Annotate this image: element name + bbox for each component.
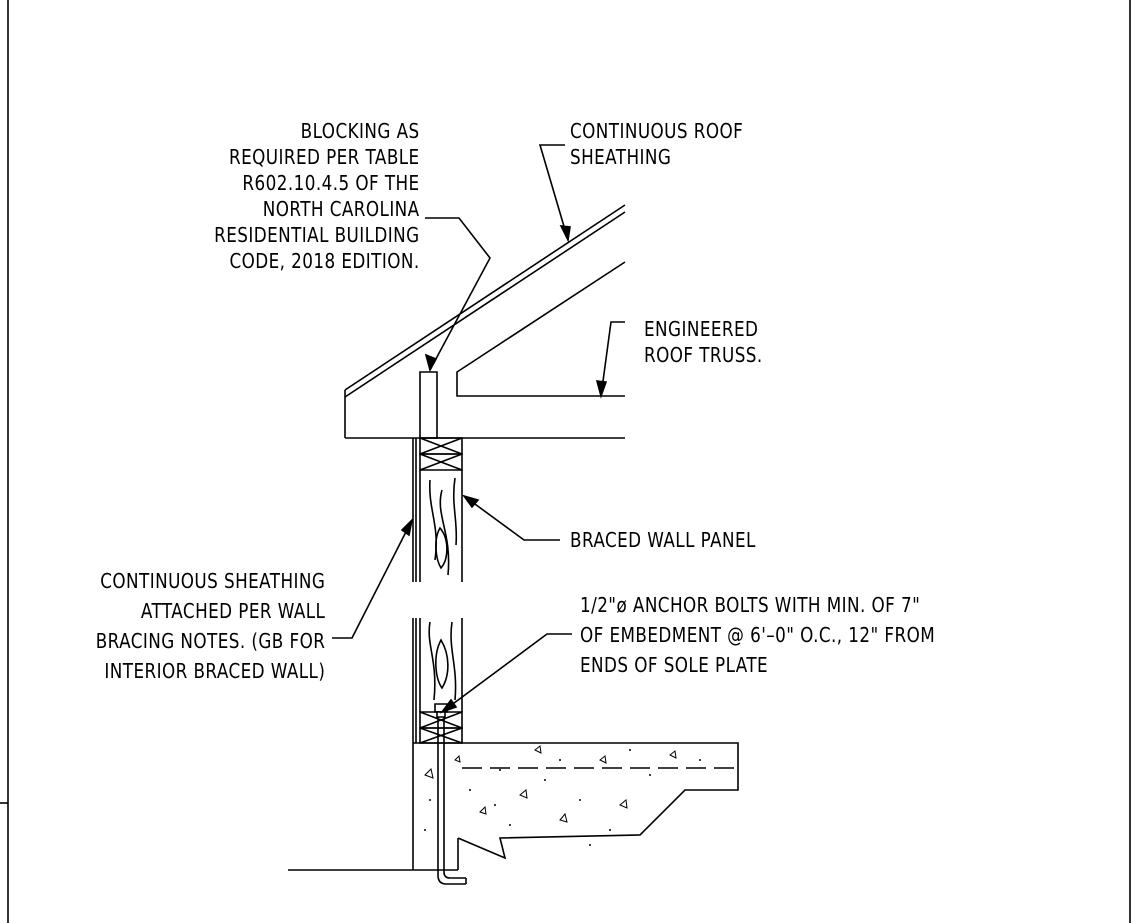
leader-braced-wall-panel <box>464 496 560 540</box>
anchor-bolts-note-line-1: 1/2"ø ANCHOR BOLTS WITH MIN. OF 7" <box>580 593 921 617</box>
wall-stud-lower <box>413 618 462 743</box>
roof-sheathing-note: CONTINUOUS ROOF SHEATHING <box>570 118 743 170</box>
braced-wall-panel-note-line-1: BRACED WALL PANEL <box>570 528 756 552</box>
wall-stud-upper <box>413 438 462 582</box>
roof-truss-note-line-1: ENGINEERED <box>644 317 759 341</box>
roof-truss-note: ENGINEERED ROOF TRUSS. <box>644 316 763 368</box>
blocking-note-line-2: REQUIRED PER TABLE <box>229 145 420 169</box>
wall-sheathing-note: CONTINUOUS SHEATHING ATTACHED PER WALL B… <box>95 566 325 686</box>
roof-truss-note-line-2: ROOF TRUSS. <box>644 343 763 367</box>
wall-sheathing-note-line-1: CONTINUOUS SHEATHING <box>99 569 325 593</box>
leader-roof-sheathing <box>540 145 570 240</box>
blocking-note-line-4: NORTH CAROLINA <box>263 197 420 221</box>
braced-wall-panel-note: BRACED WALL PANEL <box>570 527 756 553</box>
blocking-note: BLOCKING AS REQUIRED PER TABLE R602.10.4… <box>215 118 420 274</box>
wall-sheathing-note-line-2: ATTACHED PER WALL <box>140 599 325 623</box>
wall-sheathing-note-line-3: BRACING NOTES. (GB FOR <box>95 629 325 653</box>
wall-sheathing-note-line-4: INTERIOR BRACED WALL) <box>104 659 325 683</box>
anchor-bolts-note-line-3: ENDS OF SOLE PLATE <box>580 653 769 677</box>
leader-anchor-bolts <box>442 634 572 712</box>
foundation-slab <box>288 743 738 870</box>
top-plates <box>420 438 462 470</box>
roof-sheathing-note-line-2: SHEATHING <box>570 145 672 169</box>
leader-wall-sheathing <box>332 520 412 638</box>
sole-plate <box>420 712 462 743</box>
blocking-note-line-5: RESIDENTIAL BUILDING <box>214 223 420 247</box>
roof-sheathing-note-line-1: CONTINUOUS ROOF <box>570 119 744 143</box>
blocking <box>420 372 437 438</box>
anchor-bolts-note-line-2: OF EMBEDMENT @ 6'–0" O.C., 12" FROM <box>580 623 936 647</box>
leader-blocking <box>425 218 490 370</box>
blocking-note-line-1: BLOCKING AS <box>301 119 420 143</box>
blocking-note-line-3: R602.10.4.5 OF THE <box>242 171 420 195</box>
roof-truss <box>457 262 625 396</box>
anchor-bolts-note: 1/2"ø ANCHOR BOLTS WITH MIN. OF 7" OF EM… <box>580 590 935 680</box>
roof-rafter <box>345 205 625 438</box>
blocking-note-line-6: CODE, 2018 EDITION. <box>229 249 420 273</box>
leader-roof-truss <box>597 322 625 396</box>
